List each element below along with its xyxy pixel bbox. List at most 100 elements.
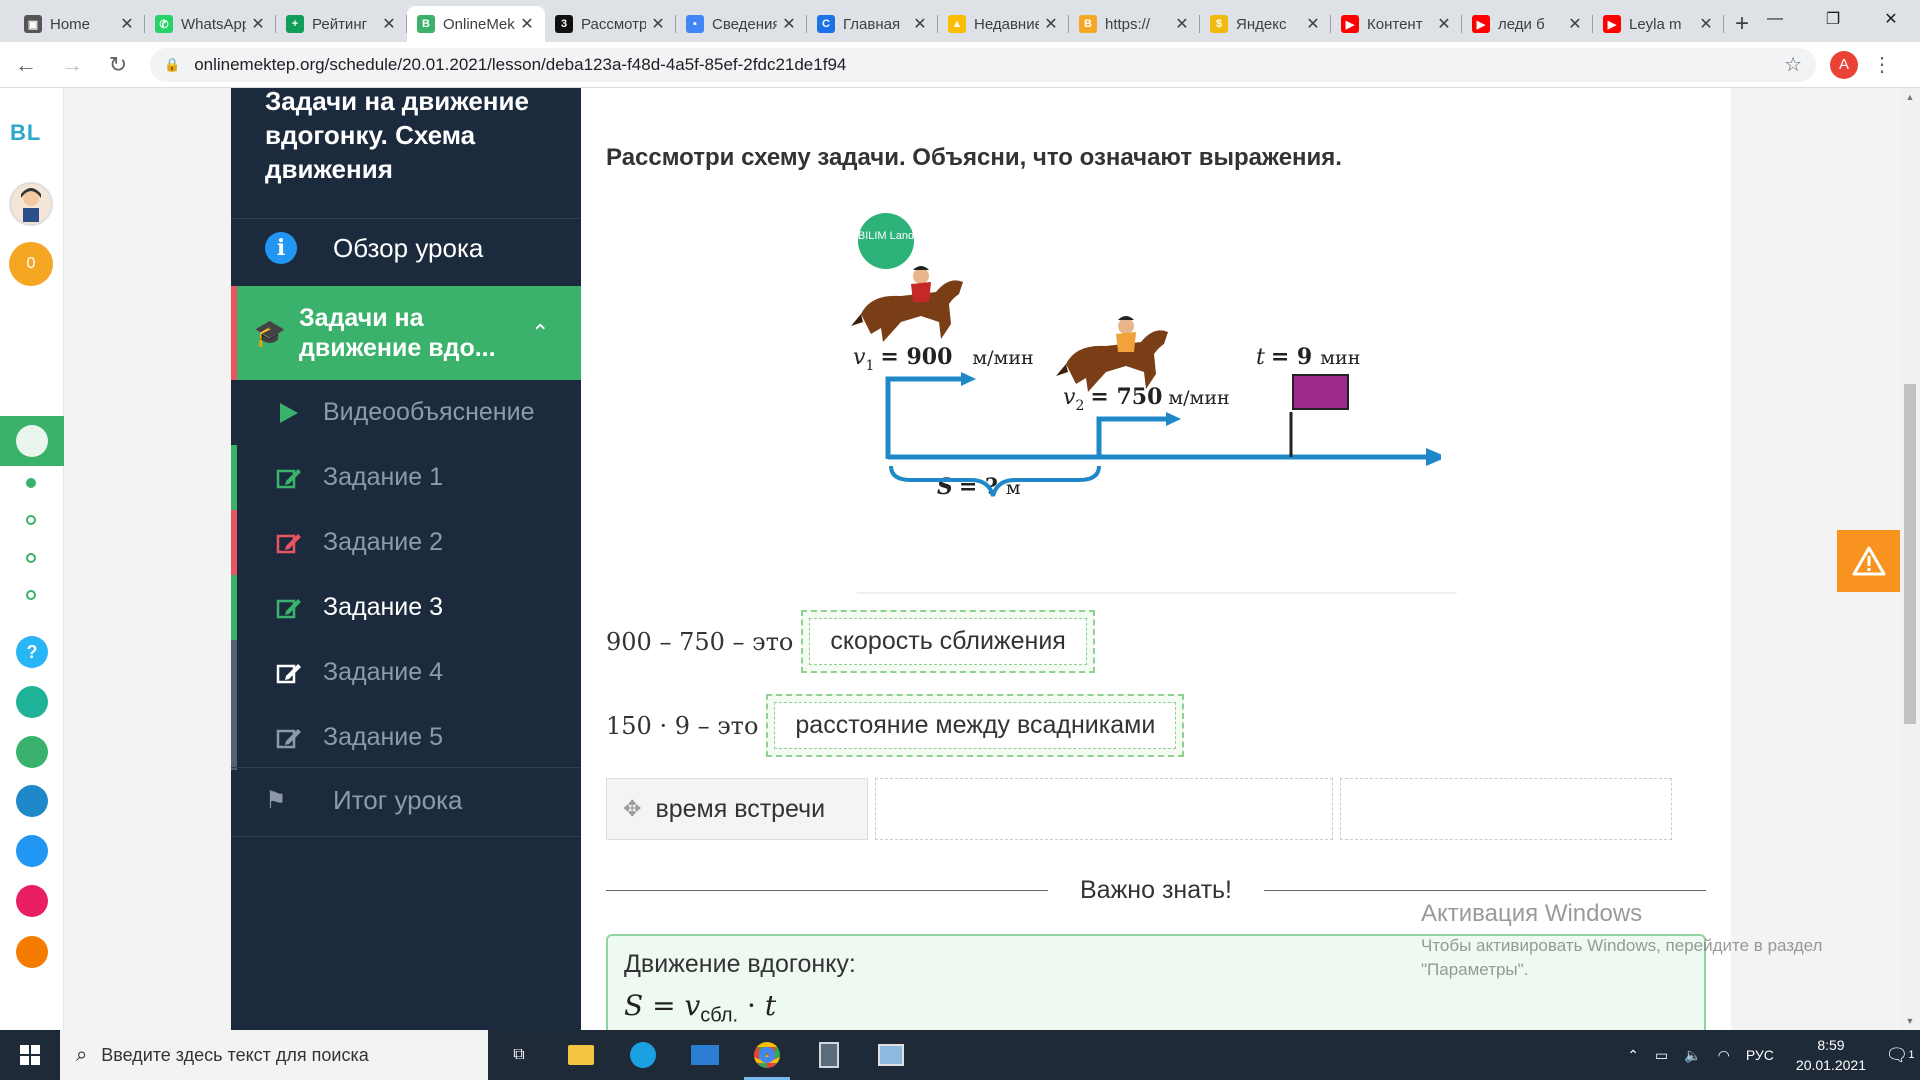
divider bbox=[231, 218, 581, 219]
tab-close-icon[interactable]: ✕ bbox=[913, 16, 927, 33]
new-tab-button[interactable]: + bbox=[1734, 10, 1749, 37]
edit-icon bbox=[275, 724, 303, 752]
tab-close-icon[interactable]: ✕ bbox=[1306, 16, 1320, 33]
expression-row-2: 150 · 9 – это расстояние между всадникам… bbox=[606, 694, 1185, 757]
user-avatar[interactable] bbox=[9, 182, 53, 226]
test-icon[interactable] bbox=[16, 835, 48, 867]
answer-chip-2[interactable]: расстояние между всадниками bbox=[774, 702, 1177, 749]
browser-tab[interactable]: 3Рассмотри✕ bbox=[545, 6, 676, 42]
taskbar-search[interactable]: ⌕ Введите здесь текст для поиска bbox=[60, 1030, 488, 1080]
tab-favicon-icon: 3 bbox=[555, 15, 573, 33]
task-view-icon[interactable]: ⧉ bbox=[513, 1046, 525, 1063]
tray-chevron-icon[interactable]: ⌃ bbox=[1627, 1046, 1639, 1063]
calculator-icon[interactable] bbox=[798, 1030, 860, 1080]
network-icon[interactable]: ◠ bbox=[1717, 1046, 1730, 1063]
forward-icon[interactable]: → bbox=[61, 51, 83, 77]
bilimland-app-icon[interactable] bbox=[16, 736, 48, 768]
drop-zone-2[interactable]: расстояние между всадниками bbox=[766, 694, 1185, 757]
bilimland-badge-icon bbox=[858, 213, 914, 269]
notifications-icon[interactable]: 🗨1 bbox=[1885, 1044, 1915, 1065]
tab-close-icon[interactable]: ✕ bbox=[251, 16, 265, 33]
file-explorer-icon[interactable] bbox=[550, 1030, 612, 1080]
twig-icon[interactable] bbox=[16, 885, 48, 917]
reload-icon[interactable]: ↻ bbox=[108, 51, 128, 77]
nav-section-tasks[interactable]: 🎓 Задачи на движение вдо... ⌃ bbox=[231, 286, 581, 380]
rail-dot[interactable] bbox=[26, 553, 36, 563]
bookmark-star-icon[interactable]: ☆ bbox=[1784, 54, 1802, 76]
volume-icon[interactable]: 🔈 bbox=[1684, 1046, 1702, 1063]
tab-close-icon[interactable]: ✕ bbox=[520, 16, 534, 33]
nav-item-task-1[interactable]: Задание 1 bbox=[231, 445, 581, 510]
tab-close-icon[interactable]: ✕ bbox=[1568, 16, 1582, 33]
browser-tab[interactable]: +Рейтинг✕ bbox=[276, 6, 407, 42]
browser-tab[interactable]: ▶леди б✕ bbox=[1462, 6, 1593, 42]
bank-chip-meeting-time[interactable]: ✥ время встречи bbox=[606, 778, 868, 840]
report-problem-button[interactable] bbox=[1837, 530, 1900, 592]
address-bar[interactable]: 🔒 onlinemektep.org/schedule/20.01.2021/l… bbox=[150, 47, 1816, 82]
browser-tab[interactable]: ▪Сведения✕ bbox=[676, 6, 807, 42]
chevron-up-icon[interactable]: ⌃ bbox=[531, 320, 550, 345]
tab-favicon-icon: ▪ bbox=[686, 15, 704, 33]
browser-tab[interactable]: $Яндекс✕ bbox=[1200, 6, 1331, 42]
close-window-icon[interactable]: ✕ bbox=[1884, 11, 1898, 28]
pisa-icon[interactable] bbox=[16, 686, 48, 718]
browser-menu-icon[interactable]: ⋮ bbox=[1872, 54, 1892, 76]
browser-tab[interactable]: ▣Home✕ bbox=[14, 6, 145, 42]
expression-row-1: 900 – 750 – это скорость сближения bbox=[606, 610, 1095, 673]
rail-dot[interactable] bbox=[26, 478, 36, 488]
webinar-icon[interactable] bbox=[16, 936, 48, 968]
nav-item-video[interactable]: Видеообъяснение bbox=[231, 380, 581, 445]
scroll-thumb[interactable] bbox=[1904, 384, 1916, 724]
nav-lesson-summary[interactable]: ⚑ Итог урока bbox=[231, 768, 581, 832]
maximize-icon[interactable]: ❐ bbox=[1825, 11, 1841, 28]
browser-tab[interactable]: ✆WhatsApp✕ bbox=[145, 6, 276, 42]
drag-handle-icon[interactable]: ✥ bbox=[623, 796, 642, 821]
minimize-icon[interactable]: — bbox=[1767, 10, 1783, 27]
mail-icon[interactable] bbox=[674, 1030, 736, 1080]
scroll-down-icon[interactable]: ▼ bbox=[1905, 1016, 1915, 1026]
clock[interactable]: 8:59 20.01.2021 bbox=[1796, 1035, 1866, 1075]
tab-close-icon[interactable]: ✕ bbox=[1699, 16, 1713, 33]
chrome-icon[interactable] bbox=[736, 1030, 798, 1080]
tab-close-icon[interactable]: ✕ bbox=[1044, 16, 1058, 33]
edge-icon[interactable] bbox=[612, 1030, 674, 1080]
nav-item-task-2[interactable]: Задание 2 bbox=[231, 510, 581, 575]
browser-tab[interactable]: ▶Контент✕ bbox=[1331, 6, 1462, 42]
browser-tab[interactable]: ▲Недавние✕ bbox=[938, 6, 1069, 42]
tab-close-icon[interactable]: ✕ bbox=[651, 16, 665, 33]
page-scrollbar[interactable]: ▲ ▼ bbox=[1900, 88, 1920, 1030]
tab-close-icon[interactable]: ✕ bbox=[382, 16, 396, 33]
photos-icon[interactable] bbox=[860, 1030, 922, 1080]
bank-slot-empty[interactable] bbox=[875, 778, 1333, 840]
rail-dot[interactable] bbox=[26, 515, 36, 525]
bilimland-logo[interactable]: BL bbox=[10, 120, 42, 145]
browser-tab[interactable]: BOnlineMektep✕ bbox=[407, 6, 545, 42]
bilimbook-icon[interactable] bbox=[16, 785, 48, 817]
battery-icon[interactable]: ▭ bbox=[1654, 1046, 1669, 1063]
scroll-up-icon[interactable]: ▲ bbox=[1905, 92, 1915, 102]
back-icon[interactable]: ← bbox=[15, 51, 37, 77]
bank-slot-empty[interactable] bbox=[1340, 778, 1672, 840]
lock-icon[interactable]: 🔒 bbox=[164, 56, 181, 72]
help-icon[interactable]: ? bbox=[16, 636, 48, 668]
language-indicator[interactable]: РУС bbox=[1745, 1047, 1774, 1063]
tab-close-icon[interactable]: ✕ bbox=[1437, 16, 1451, 33]
start-button[interactable] bbox=[0, 1030, 60, 1080]
nav-item-task-3[interactable]: Задание 3 bbox=[231, 575, 581, 640]
nav-item-task-4[interactable]: Задание 4 bbox=[231, 640, 581, 705]
nav-lesson-overview[interactable]: i Обзор урока bbox=[231, 220, 581, 276]
browser-tab[interactable]: ▶Leyla m✕ bbox=[1593, 6, 1724, 42]
coins-badge[interactable]: 0 bbox=[9, 242, 53, 286]
rail-item-online-mektep[interactable] bbox=[0, 416, 64, 466]
tab-close-icon[interactable]: ✕ bbox=[782, 16, 796, 33]
url-text[interactable]: onlinemektep.org/schedule/20.01.2021/les… bbox=[194, 54, 847, 74]
rail-dot[interactable] bbox=[26, 590, 36, 600]
profile-avatar[interactable]: A bbox=[1830, 50, 1858, 79]
tab-close-icon[interactable]: ✕ bbox=[120, 16, 134, 33]
answer-chip-1[interactable]: скорость сближения bbox=[809, 618, 1087, 665]
nav-item-task-5[interactable]: Задание 5 bbox=[231, 705, 581, 770]
drop-zone-1[interactable]: скорость сближения bbox=[801, 610, 1095, 673]
tab-close-icon[interactable]: ✕ bbox=[1175, 16, 1189, 33]
